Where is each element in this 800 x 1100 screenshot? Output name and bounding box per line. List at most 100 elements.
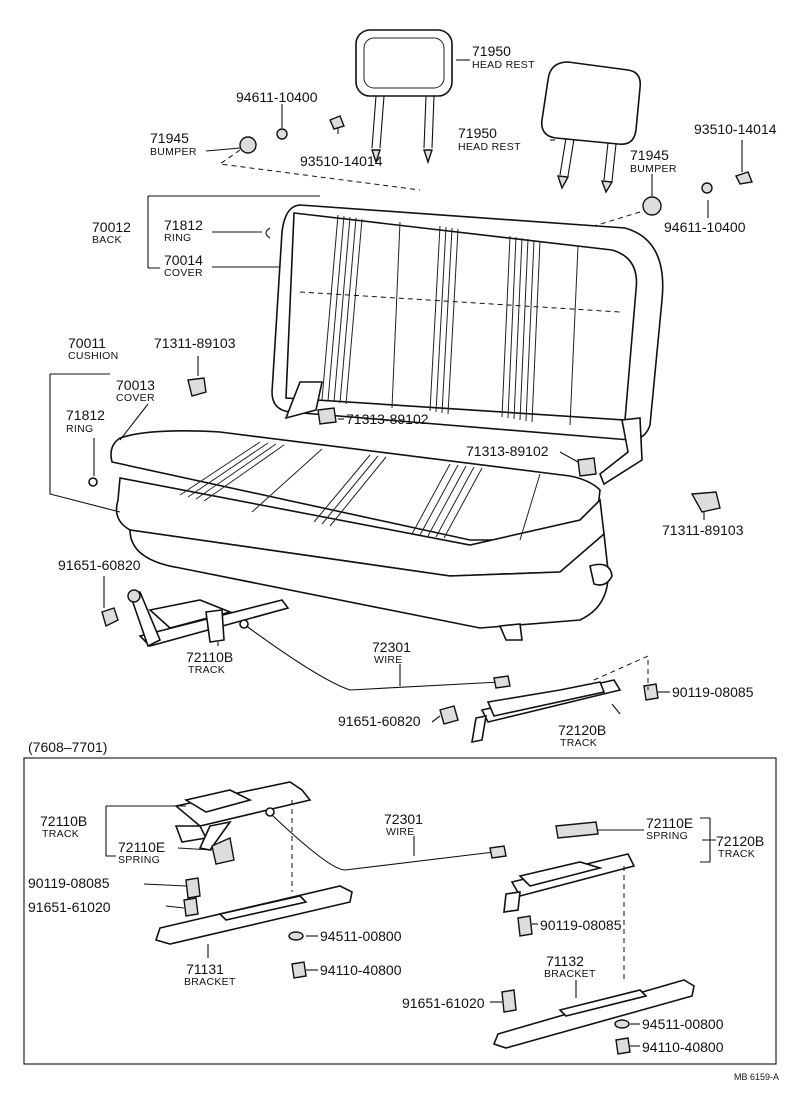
inset-label-72110E-a-number: 72110E: [118, 839, 165, 855]
clip-left: [187, 377, 207, 397]
bolt-track-right: [439, 705, 459, 725]
label-70013-name: COVER: [116, 392, 155, 404]
label-71945-a-number: 71945: [150, 130, 189, 146]
inset-bracket-left: [154, 885, 353, 945]
nut-right: [701, 182, 713, 194]
inset-washer-right: [614, 1019, 630, 1029]
inset-label-94110-b: 94110-40800: [642, 1039, 724, 1055]
inset-label-72110B-number: 72110B: [40, 813, 87, 829]
label-93510-a: 93510-14014: [300, 153, 383, 169]
label-71812-a-number: 71812: [164, 217, 203, 233]
leader-lines: [49, 59, 743, 1047]
label-71950-a-name: HEAD REST: [472, 59, 535, 71]
inset-label-72120B-number: 72120B: [716, 833, 764, 849]
inset-label-72301-name: WIRE: [386, 826, 415, 838]
label-94611-a: 94611-10400: [236, 89, 318, 105]
inset-frame: [23, 757, 777, 1065]
inset-bracket-right: [492, 979, 695, 1049]
bolt-track-left: [101, 607, 119, 628]
label-72301-a-number: 72301: [372, 639, 411, 655]
clip-lower: [577, 457, 597, 477]
wire-upper: [244, 624, 501, 691]
label-70011-number: 70011: [68, 335, 106, 351]
inset-label-90119-b: 90119-08085: [540, 917, 622, 933]
inset-spring-left: [211, 836, 235, 865]
label-70014-number: 70014: [164, 252, 203, 268]
inset-label-72110B-name: TRACK: [42, 828, 79, 840]
seat-back-stripes: [299, 214, 621, 426]
inset-spring-right: [555, 821, 599, 839]
inset-label-72110E-b-number: 72110E: [646, 815, 693, 831]
label-71950-b-name: HEAD REST: [458, 141, 521, 153]
nut-left: [276, 128, 288, 140]
label-71950-a-number: 71950: [472, 43, 511, 59]
inset-label-71132-number: 71132: [546, 953, 584, 969]
inset-label-91651-a: 91651-61020: [28, 899, 111, 915]
inset-bolt-left-b: [183, 897, 199, 917]
part-labels: 71950 HEAD REST 71950 HEAD REST 94611-10…: [28, 43, 779, 1082]
inset-label-94110-a: 94110-40800: [320, 962, 402, 978]
label-94611-b: 94611-10400: [664, 219, 746, 235]
ring-cushion: [88, 477, 98, 487]
label-91651-a: 91651-60820: [58, 557, 141, 573]
label-71311-a: 71311-89103: [154, 335, 236, 351]
inset-label-91651-b: 91651-61020: [402, 995, 485, 1011]
inset-label-72110E-b-name: SPRING: [646, 830, 688, 842]
label-70012-number: 70012: [92, 219, 131, 235]
label-70013-number: 70013: [116, 377, 155, 393]
label-71812-a-name: RING: [164, 232, 191, 244]
label-71950-b-number: 71950: [458, 125, 497, 141]
cushion-stripes: [179, 441, 541, 541]
inset-nut-right: [615, 1037, 631, 1055]
bumper-right: [642, 196, 662, 216]
label-70011-name: CUSHION: [68, 350, 119, 362]
screw-right: [735, 171, 753, 185]
label-71945-a-name: BUMPER: [150, 146, 197, 158]
inset-nut-left: [291, 961, 307, 979]
clip-upper: [317, 407, 337, 425]
inset-washer-left: [288, 931, 304, 941]
inset-label-94511-b: 94511-00800: [642, 1016, 724, 1032]
inset-label-72301-number: 72301: [384, 811, 423, 827]
label-91651-b: 91651-60820: [338, 713, 421, 729]
label-72110B-a-name: TRACK: [188, 664, 225, 676]
track-left: [127, 589, 290, 648]
screw-left: [329, 115, 345, 130]
seat-back: [271, 204, 664, 486]
bolt-90119-upper: [643, 683, 659, 701]
label-71812-b-name: RING: [66, 423, 93, 435]
ring-back: [265, 227, 271, 239]
label-72110B-a-number: 72110B: [186, 649, 233, 665]
inset-caption: (7608–7701): [28, 739, 107, 755]
inset-track-left: [174, 781, 312, 851]
inset-track-right: [503, 853, 636, 913]
inset-label-71131-name: BRACKET: [184, 976, 236, 988]
inset-label-90119-a: 90119-08085: [28, 875, 110, 891]
right-hinge: [599, 417, 643, 486]
label-72120B-a-number: 72120B: [558, 722, 606, 738]
headrest-right: [540, 61, 642, 194]
seat-cushion: [110, 430, 613, 641]
label-71313-a: 71313-89102: [346, 411, 429, 427]
label-72301-a-name: WIRE: [374, 654, 403, 666]
label-71812-b-number: 71812: [66, 407, 105, 423]
inset-wire: [271, 814, 495, 871]
label-71945-b-name: BUMPER: [630, 163, 677, 175]
bumper-left: [239, 136, 257, 154]
inset-bolt-left-a: [185, 877, 201, 899]
label-71313-b: 71313-89102: [466, 443, 549, 459]
inset-label-94511-a: 94511-00800: [320, 928, 402, 944]
label-72120B-a-name: TRACK: [560, 737, 597, 749]
label-70014-name: COVER: [164, 267, 203, 279]
inset-label-72110E-a-name: SPRING: [118, 854, 160, 866]
label-90119-a: 90119-08085: [672, 684, 754, 700]
label-93510-b: 93510-14014: [694, 121, 777, 137]
inset-label-71131-number: 71131: [186, 961, 224, 977]
label-71945-b-number: 71945: [630, 147, 669, 163]
diagram-code: MB 6159-A: [734, 1072, 779, 1082]
left-hinge: [284, 381, 323, 420]
label-70012-name: BACK: [92, 234, 122, 246]
inset-bolt-right: [517, 915, 533, 937]
